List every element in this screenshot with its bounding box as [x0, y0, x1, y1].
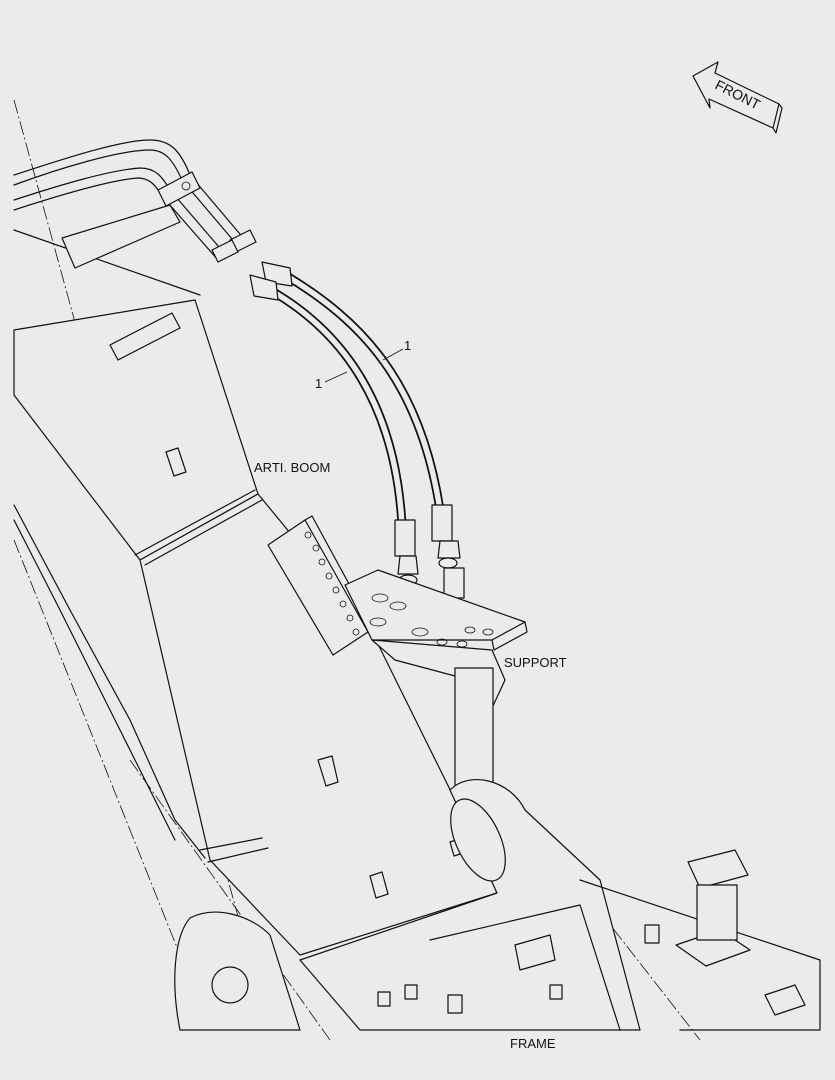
- support-bracket: [344, 569, 528, 789]
- callout-1b: 1: [315, 371, 348, 391]
- hydraulic-hoses: [249, 261, 461, 575]
- frame-label: FRAME: [510, 1036, 556, 1051]
- steel-pipes: [13, 139, 257, 263]
- articulated-boom: [13, 204, 498, 956]
- support-label: SUPPORT: [504, 655, 567, 670]
- front-arrow-icon: FRONT: [692, 61, 783, 134]
- callout-1a-number: 1: [404, 338, 411, 353]
- callout-1a: 1: [382, 338, 411, 361]
- boom-label: ARTI. BOOM: [254, 460, 330, 475]
- callout-1b-number: 1: [315, 376, 322, 391]
- frame: [174, 779, 821, 1031]
